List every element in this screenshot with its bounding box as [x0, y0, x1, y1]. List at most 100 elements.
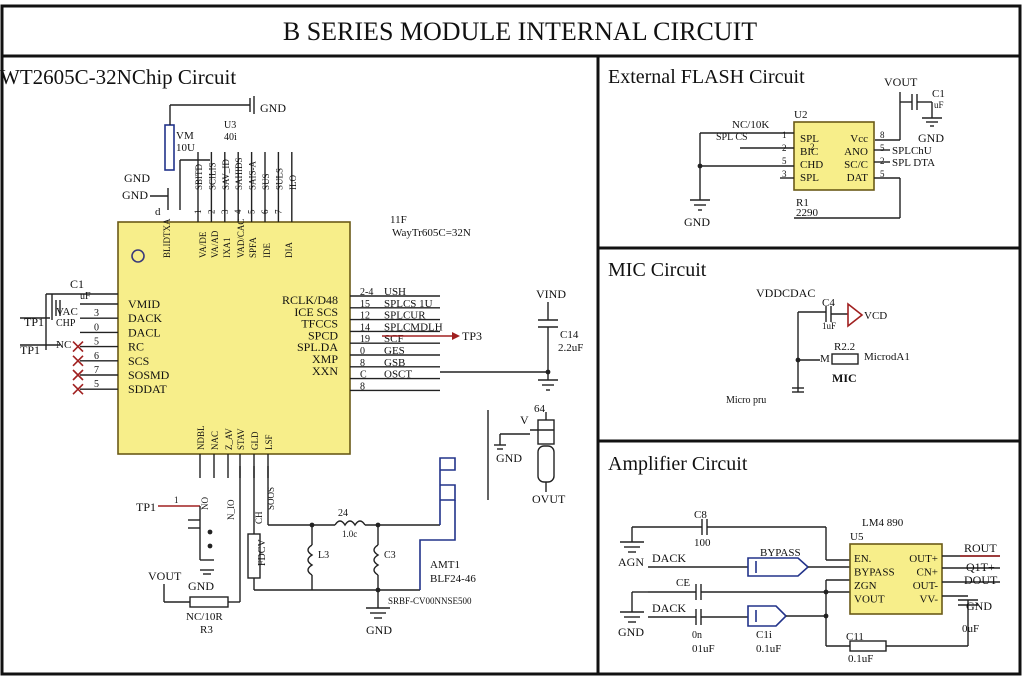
chip-bottom-pin-name: STAV: [236, 428, 246, 450]
chip-top-pin-num: 7: [273, 209, 283, 214]
amp-left-pin-name: EN.: [854, 553, 872, 565]
flash-left-pin-num: 5: [782, 156, 787, 166]
flash-left-pin-name: CHD: [800, 159, 823, 171]
flash-net-clk: SPLChU: [892, 145, 932, 157]
chip-label-1: 11F: [390, 214, 407, 226]
chip-right-pin-num: 19: [360, 334, 370, 345]
microda-label: MicrodA1: [864, 351, 910, 363]
nc10k-label: NC/10K: [732, 119, 769, 131]
chip-left-pin-name: VMID: [128, 297, 160, 311]
v-num: 64: [534, 403, 546, 415]
chip-right-pin-num: C: [360, 370, 367, 381]
chip-top-pin-num: 4: [233, 209, 243, 214]
vcd-label: VCD: [864, 310, 887, 322]
chip-bottom-label: CH: [254, 511, 264, 524]
flash-left-pin-num: 1: [782, 130, 787, 140]
chip-right-pin-num: 14: [360, 322, 370, 333]
inductor-c3: [373, 544, 380, 576]
u5-label: U5: [850, 531, 864, 543]
sheet-title: B SERIES MODULE INTERNAL CIRCUIT: [283, 17, 757, 46]
chip-left-pin-num: 5: [94, 379, 99, 390]
chip-inside-label: IXA1: [222, 238, 232, 259]
flash-chip-u2: [793, 121, 875, 191]
chip-label-2: WayTr605C=32N: [392, 227, 471, 239]
flash-right-pin-num: 8: [880, 130, 885, 140]
chip-left-pin-num: 7: [94, 365, 99, 376]
srbf-label: SRBF-CV00NNSE500: [388, 596, 472, 606]
c1-left-label: C1: [70, 277, 84, 291]
chip-left-pin-name: DACK: [128, 311, 162, 325]
vm-value: 10U: [176, 142, 195, 154]
amt1-label: AMT1: [430, 559, 460, 571]
nc-markers: [72, 341, 84, 395]
chip-right-pin-name: SPCD: [308, 328, 338, 342]
amp-gnd-right: GND: [966, 599, 992, 613]
ovut-label: OVUT: [532, 492, 566, 506]
amp-left-pin-name: ZGN: [854, 580, 877, 592]
mic-vdd-label: VDDCDAC: [756, 286, 815, 300]
chip-left-pin-name: SDDAT: [128, 382, 167, 396]
chip-top-pin-name: SAHIDS: [234, 157, 244, 190]
flash-right-pin-num: 5: [880, 169, 885, 179]
flash-right-pin-name: DAT: [847, 172, 869, 184]
chip-right-pin-net: GSB: [384, 357, 405, 369]
chip-right-pin-name: RCLK/D48: [282, 293, 338, 307]
flash-left-pin-num: 3: [782, 169, 787, 179]
c14-label: C14: [560, 329, 579, 341]
nc-x-marker: [72, 383, 84, 395]
chip-inside-label: VAD/CAC: [236, 219, 246, 258]
r1-label: R1: [796, 197, 809, 209]
l3-label: L3: [318, 550, 329, 561]
chip-bottom-pin-name: NDBL: [196, 426, 206, 451]
tp3-label: TP3: [462, 329, 482, 343]
vout-bottom-label: VOUT: [148, 569, 182, 583]
flash-right-pin-num: 2: [880, 156, 885, 166]
chip-bottom-label: SOOS: [266, 487, 276, 510]
amp-chip-u5: [849, 543, 943, 615]
c1-left-value: uF: [80, 291, 91, 302]
blf-label: BLF24-46: [430, 573, 476, 585]
amp-left-pin-name: BYPASS: [854, 567, 895, 579]
spl-cs-label: SPL CS: [716, 132, 748, 143]
chip-right-pin-num: 0: [360, 346, 365, 357]
c11-value: 0.1uF: [848, 653, 873, 665]
flash-left-pin-name: BIC: [800, 146, 818, 158]
r22-resistor: [831, 353, 859, 365]
u2-label: U2: [794, 109, 807, 121]
chip-inside-label: DIA: [284, 242, 294, 258]
chip-inside-label: BLIDTXA: [162, 218, 172, 258]
r3-value: NC/10R: [186, 611, 223, 623]
c-val1b: 01uF: [692, 643, 715, 655]
c-val1: 0n: [692, 630, 702, 641]
r3-resistor: [189, 596, 229, 608]
c4-label: C4: [822, 297, 835, 309]
tp1-left-b: TP1: [20, 343, 40, 357]
flash-left-pin-name: SPL: [800, 172, 819, 184]
chip-left-pin-name: DACL: [128, 325, 161, 339]
chip-right-pin-num: 8: [360, 358, 365, 369]
vac-label: VAC: [56, 306, 78, 318]
chip-top-pin-name: SUS: [261, 173, 271, 190]
chip-top-pin-name: ILO: [288, 175, 298, 190]
flash-gnd-label: GND: [918, 131, 944, 145]
flash-left-pin-name: SPL: [800, 133, 819, 145]
chip-right-pin-net: SCF: [384, 333, 404, 345]
chip-inside-label: VA/AD: [210, 230, 220, 258]
chip-right-pin-net: GES: [384, 345, 405, 357]
chip-left-pin-name: SCS: [128, 354, 149, 368]
amp-left-pin-name: VOUT: [854, 594, 885, 606]
c11-label: C11: [846, 631, 864, 643]
chip-top-pin-name: SBITD: [194, 163, 204, 190]
chip-top-pin-name: SCILIS: [207, 162, 217, 190]
flash-right-pin-num: 5: [880, 143, 885, 153]
chip-top-pin-num: 1: [193, 210, 203, 215]
inductor-24: [334, 520, 366, 527]
flash-right-pin-name: Vcc: [850, 133, 868, 145]
chip-bottom-pin-name: NAC: [210, 431, 220, 450]
rout-label: ROUT: [964, 541, 997, 555]
amp-right-pin-name: VV-: [919, 594, 938, 606]
chip-top-pin-name: SAIS-A: [248, 160, 258, 190]
